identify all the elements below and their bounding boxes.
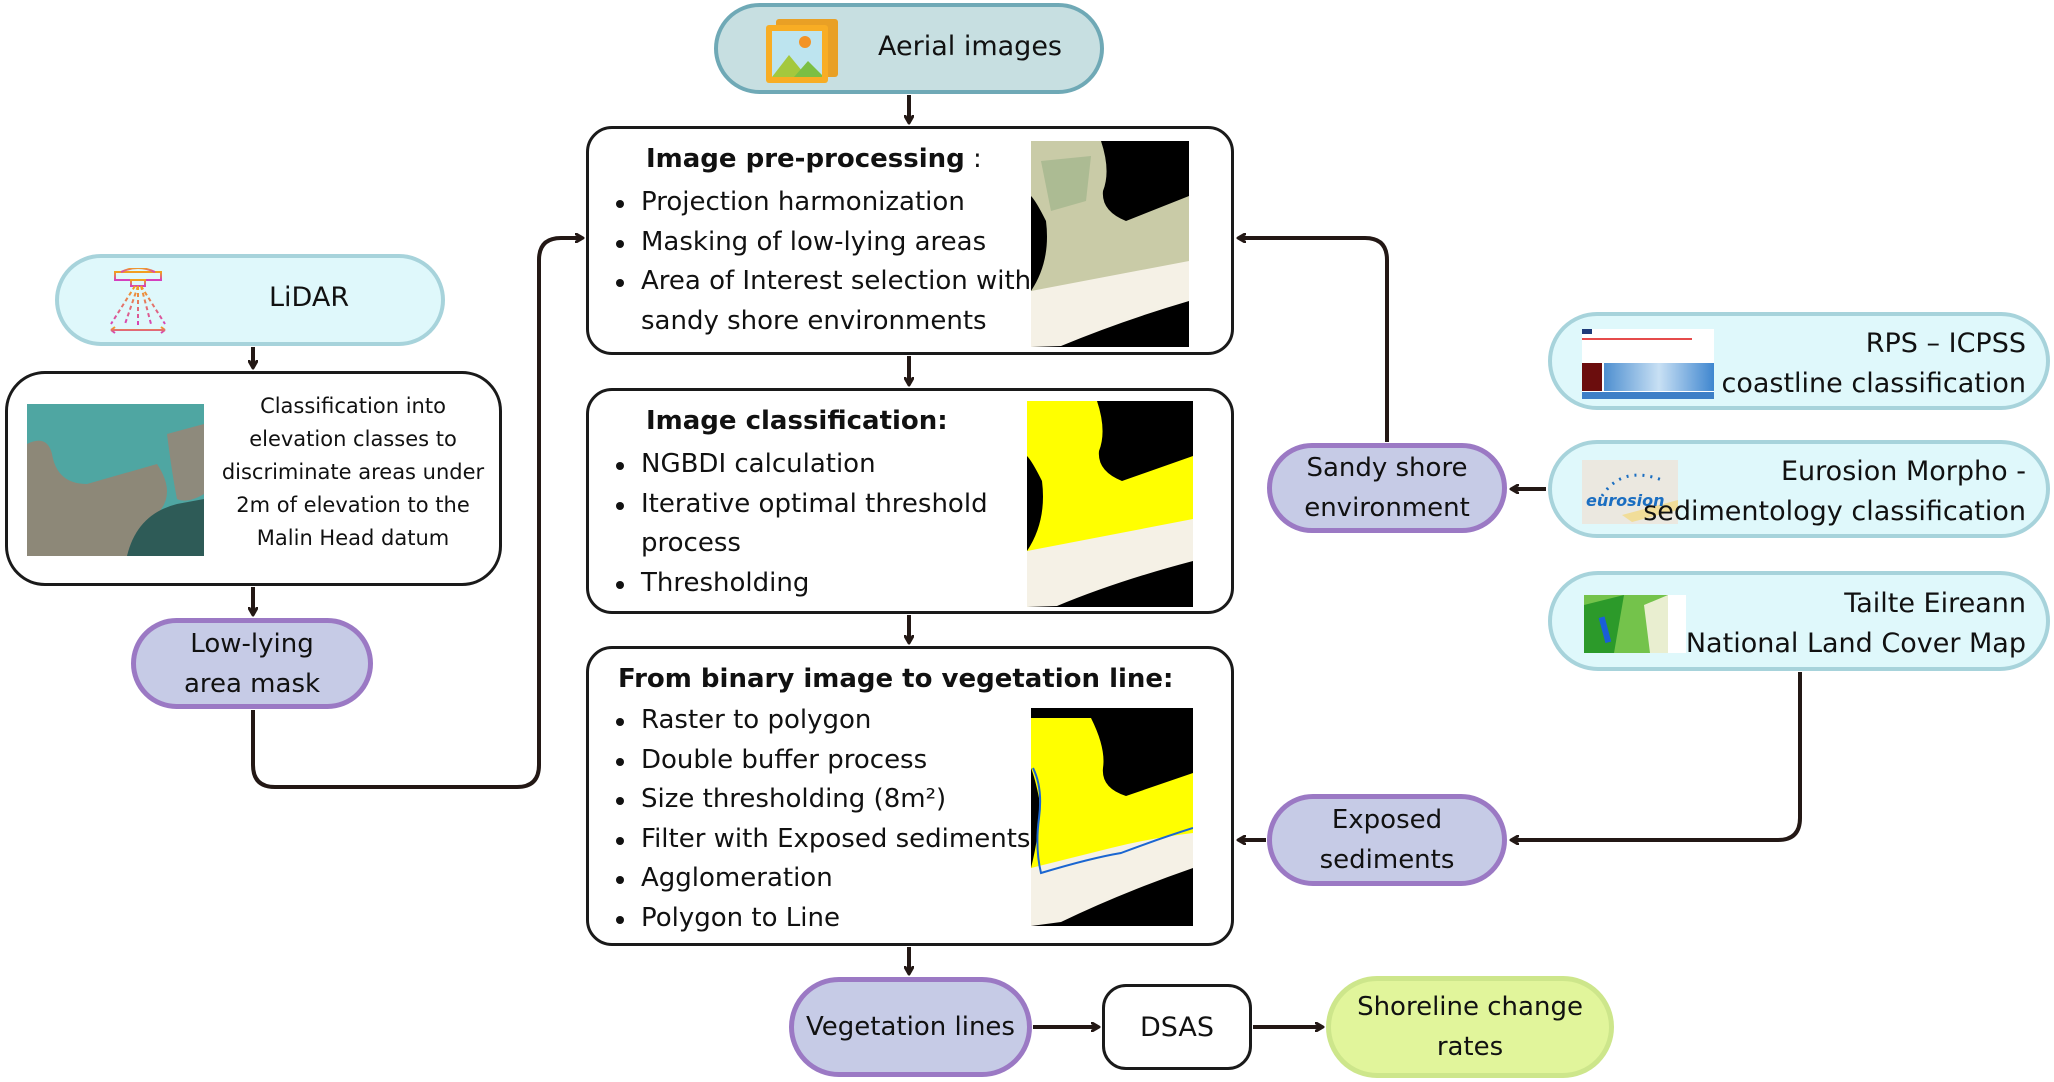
svg-text:eurosion: eurosion: [1586, 491, 1665, 510]
lidar-elevation-thumbnail: [27, 404, 204, 556]
preprocessing-title: Image pre-processing :: [646, 144, 982, 174]
tailte-text: Tailte Eireann National Land Cover Map: [1685, 588, 2026, 659]
low-lying-area-mask-node: Low-lying area mask: [131, 618, 373, 709]
aerial-preprocessed-thumbnail: [1031, 141, 1189, 347]
step-item: Polygon to Line: [607, 899, 1030, 939]
step-item: Size thresholding (8m²): [607, 780, 1030, 820]
image-preprocessing-box: Image pre-processing : Projection harmon…: [586, 126, 1234, 355]
image-classification-box: Image classification: NGBDI calculation …: [586, 388, 1234, 614]
lidar-node: LiDAR: [55, 254, 445, 346]
aerial-images-node: Aerial images: [714, 3, 1104, 94]
eurosion-logo: eurosion: [1582, 460, 1678, 524]
land-cover-map-thumbnail: [1584, 595, 1686, 653]
shoreline-change-rates-node: Shoreline change rates: [1326, 976, 1614, 1078]
lidar-classification-box: Classification into elevation classes to…: [5, 371, 502, 586]
vegetation-line-title: From binary image to vegetation line:: [618, 664, 1174, 694]
aerial-images-label: Aerial images: [878, 31, 1063, 62]
lidar-classification-text: Classification into elevation classes to…: [221, 394, 485, 550]
exposed-sediments-node: Exposed sediments: [1267, 794, 1507, 886]
vegetation-line-process-box: From binary image to vegetation line: Ra…: [586, 646, 1234, 946]
step-item: NGBDI calculation: [607, 445, 988, 485]
step-item: Projection harmonization: [607, 183, 1031, 223]
rps-report-thumbnail: [1582, 329, 1714, 399]
lidar-scanner-icon: [105, 267, 171, 336]
sandy-shore-environment-node: Sandy shore environment: [1267, 443, 1507, 533]
step-item: Raster to polygon: [607, 701, 1030, 741]
rps-text: RPS – ICPSS coastline classification: [1721, 328, 2026, 399]
tailte-eireann-node: Tailte Eireann National Land Cover Map: [1548, 571, 2050, 671]
lidar-label: LiDAR: [269, 282, 350, 313]
vegetation-line-thumbnail: [1031, 708, 1193, 926]
step-item: Agglomeration: [607, 859, 1030, 899]
step-item: Area of Interest selection with: [607, 262, 1031, 302]
step-item: Iterative optimal threshold: [607, 485, 988, 525]
classification-steps: NGBDI calculation Iterative optimal thre…: [607, 445, 988, 603]
picture-icon: [762, 17, 842, 85]
vegetation-lines-node: Vegetation lines: [789, 977, 1032, 1077]
step-item: Double buffer process: [607, 741, 1030, 781]
dsas-node: DSAS: [1102, 984, 1252, 1070]
step-item: Thresholding: [607, 564, 988, 604]
vegetation-line-steps: Raster to polygon Double buffer process …: [607, 701, 1030, 938]
classified-thumbnail: [1027, 401, 1193, 607]
preprocessing-steps: Projection harmonization Masking of low-…: [607, 183, 1031, 341]
step-item-continued: process: [641, 528, 741, 558]
classification-title: Image classification:: [646, 406, 948, 436]
eurosion-node: eurosion Eurosion Morpho - sedimentology…: [1548, 440, 2050, 538]
step-item: Filter with Exposed sediments: [607, 820, 1030, 860]
step-item-continued: sandy shore environments: [641, 305, 987, 336]
rps-icpss-node: RPS – ICPSS coastline classification: [1548, 312, 2050, 410]
step-item: Masking of low-lying areas: [607, 223, 1031, 263]
eurosion-text: Eurosion Morpho - sedimentology classifi…: [1643, 456, 2026, 527]
arrow-tailte-to-exposed: [1512, 672, 1802, 840]
arrow-sandy-to-preprocessing: [1239, 238, 1389, 442]
